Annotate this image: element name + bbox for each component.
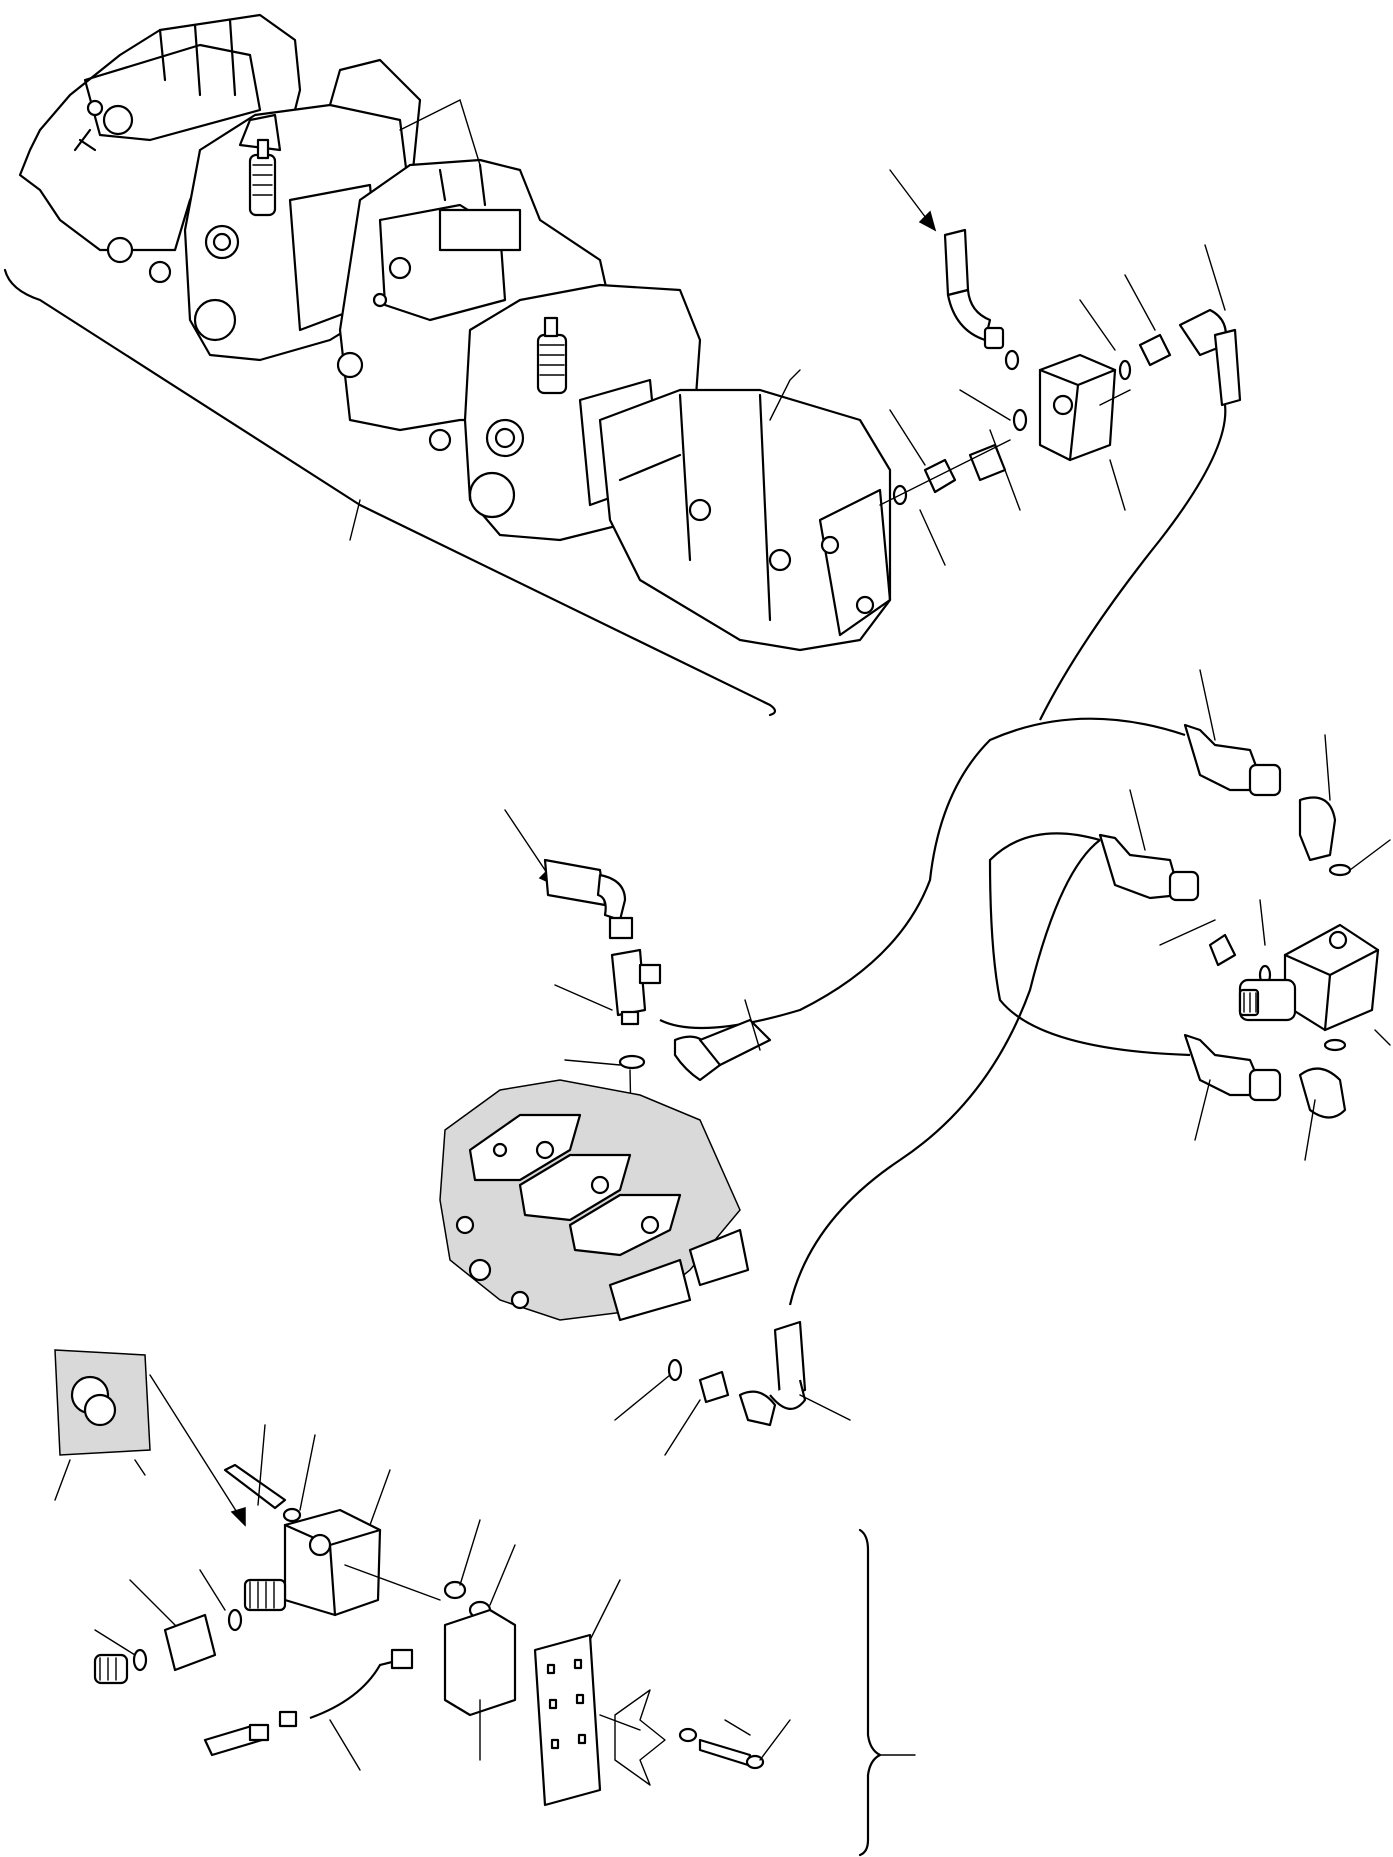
- valve-block-icon: [1098, 723, 1380, 1119]
- hydraulic-pump-icon: [18, 13, 892, 652]
- pump-group-bracket: [3, 268, 777, 717]
- control-valve-icon: [439, 809, 807, 1427]
- kit-group-bracket: [858, 1528, 882, 1857]
- solenoid-kit-icon: [54, 1349, 765, 1807]
- pump-outlet-fittings: [879, 169, 1242, 506]
